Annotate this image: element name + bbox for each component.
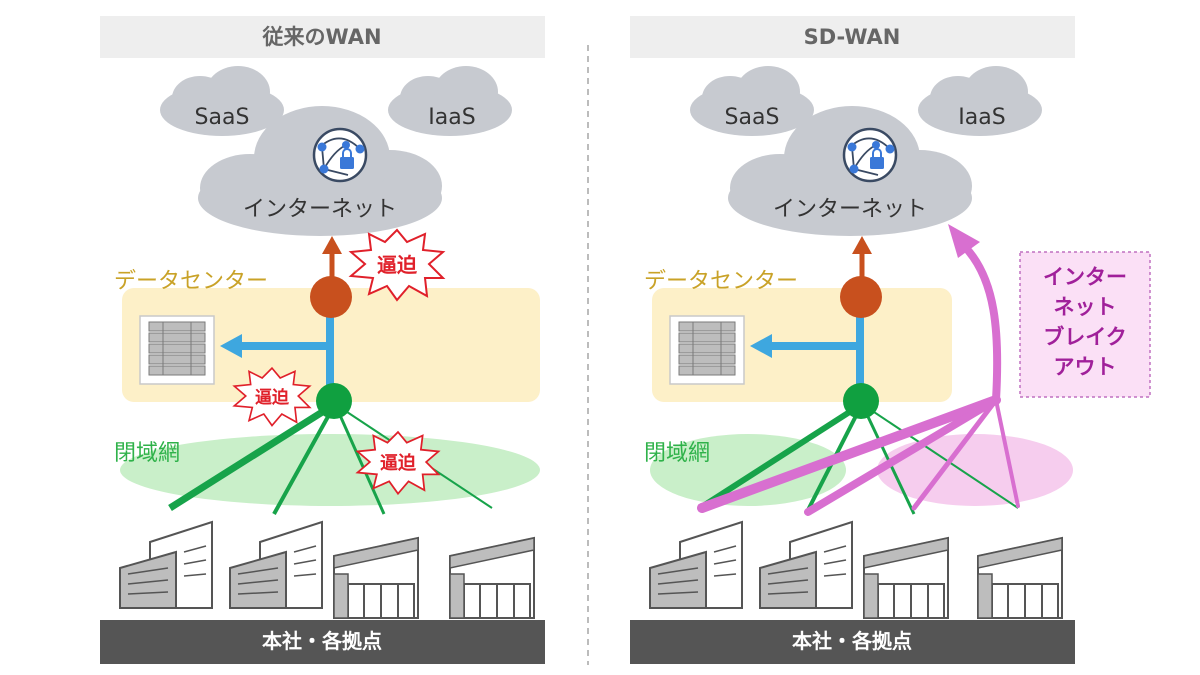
uplink-arrow: [322, 236, 342, 254]
office-building-icon: [119, 521, 213, 609]
iaas-label: IaaS: [958, 105, 1005, 130]
datacenter-label: データセンター: [644, 269, 798, 294]
right-title-bar: [630, 16, 1075, 58]
router-icon: [316, 383, 352, 419]
left-footer-label: 本社・各拠点: [262, 629, 382, 653]
globe-lock-icon: [312, 127, 368, 183]
link: [333, 403, 386, 515]
iaas-label: IaaS: [428, 105, 475, 130]
link: [272, 403, 337, 515]
congestion-label: 逼迫: [255, 387, 290, 408]
breakout-label-box: [1019, 251, 1151, 398]
breakout-paths: [697, 224, 1020, 516]
saas-label: SaaS: [725, 105, 780, 130]
server-rack-icon: [669, 315, 745, 385]
office-building-icon: [229, 521, 323, 609]
congestion-label: 逼迫: [377, 253, 418, 277]
router-icon: [310, 276, 352, 318]
internet-label: インターネット: [243, 197, 397, 222]
internet-label: インターネット: [773, 197, 927, 222]
saas-label: SaaS: [195, 105, 250, 130]
right-footer-label: 本社・各拠点: [792, 629, 912, 653]
congestion-label: 逼迫: [380, 452, 417, 474]
link: [860, 403, 916, 515]
breakout-label-line: ネット: [1054, 295, 1117, 319]
router-icon: [840, 276, 882, 318]
server-rack-icon: [139, 315, 215, 385]
closed-network-zone: [120, 434, 540, 506]
closed-network-label: 閉域網: [644, 441, 710, 466]
breakout-label-line: アウト: [1054, 355, 1117, 379]
dc-arrow: [750, 334, 772, 358]
left-panel: 従来のWAN SaaS IaaS インターネット データセンター 閉域網 逼迫 …: [100, 16, 545, 664]
factory-icon: [449, 537, 535, 619]
right-panel: SD-WAN SaaS IaaS インターネット データセンター 閉域網: [630, 16, 1151, 664]
closed-network-label: 閉域網: [114, 441, 180, 466]
left-footer-bar: [100, 620, 545, 664]
breakout-label-line: ブレイク: [1043, 325, 1127, 349]
right-footer-bar: [630, 620, 1075, 664]
factory-icon: [977, 537, 1063, 619]
office-building-icon: [649, 521, 743, 609]
router-icon: [843, 383, 879, 419]
office-building-icon: [759, 521, 853, 609]
factory-icon: [333, 537, 419, 619]
left-title: 従来のWAN: [261, 25, 381, 49]
globe-lock-icon: [842, 127, 898, 183]
left-title-bar: [100, 16, 545, 58]
right-title: SD-WAN: [804, 25, 901, 49]
link: [698, 401, 864, 511]
dc-arrow: [220, 334, 242, 358]
congested-link: [168, 401, 337, 511]
uplink-arrow: [852, 236, 872, 254]
breakout-label-line: インター: [1043, 265, 1127, 289]
closed-network-zone: [650, 434, 846, 506]
link: [861, 403, 1019, 509]
breakout-zone: [877, 434, 1073, 506]
factory-icon: [863, 537, 949, 619]
datacenter-label: データセンター: [114, 269, 268, 294]
